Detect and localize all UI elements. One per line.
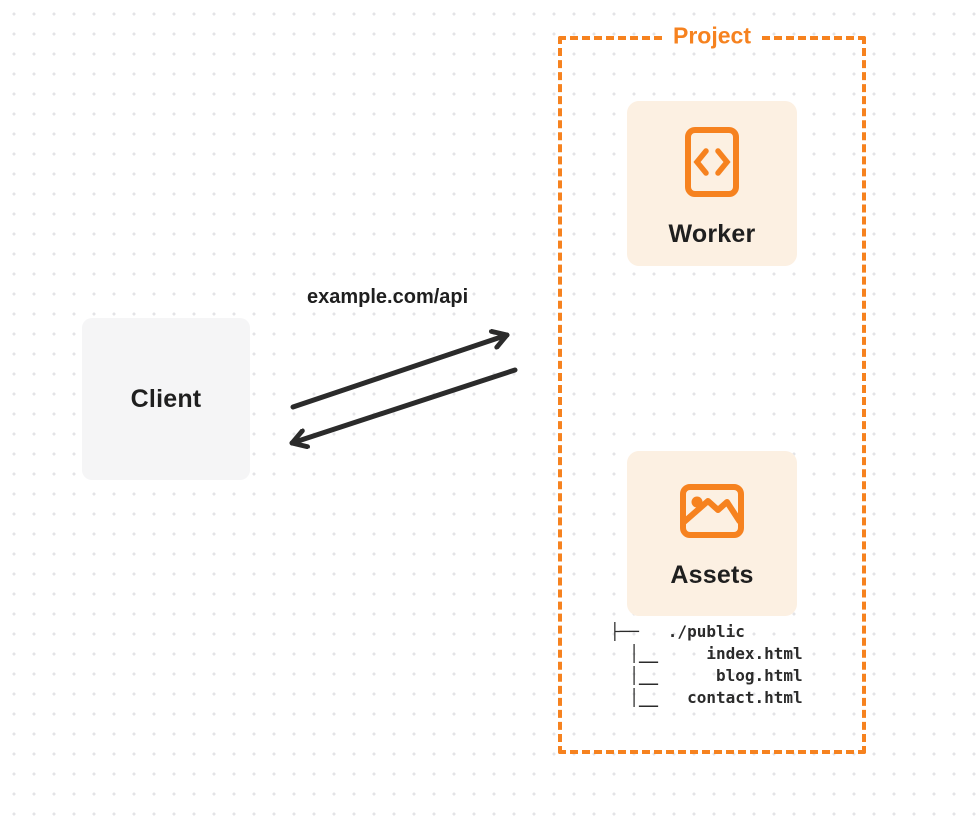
project-label: Project <box>663 22 761 50</box>
project-boundary: Project Worker Assets ├── ./public │__ i… <box>558 22 866 754</box>
assets-label: Assets <box>670 561 754 589</box>
worker-label: Worker <box>668 220 756 248</box>
client-node: Client <box>82 318 250 480</box>
file-tree: ├── ./public │__ index.html │__ blog.htm… <box>610 621 803 709</box>
file-tree-file-index: │__ index.html <box>610 644 803 663</box>
request-response-arrows <box>289 320 518 460</box>
client-label: Client <box>130 384 202 413</box>
worker-node: Worker <box>627 101 797 266</box>
file-tree-file-blog: │__ blog.html <box>610 666 803 685</box>
request-arrow <box>290 335 510 410</box>
file-tree-file-contact: │__ contact.html <box>610 688 803 707</box>
code-file-icon <box>685 127 739 197</box>
request-url-label: example.com/api <box>307 286 469 308</box>
image-icon <box>680 484 744 538</box>
assets-node: Assets <box>627 451 797 616</box>
response-arrow <box>289 367 518 443</box>
file-tree-root: ├── ./public <box>610 622 745 641</box>
